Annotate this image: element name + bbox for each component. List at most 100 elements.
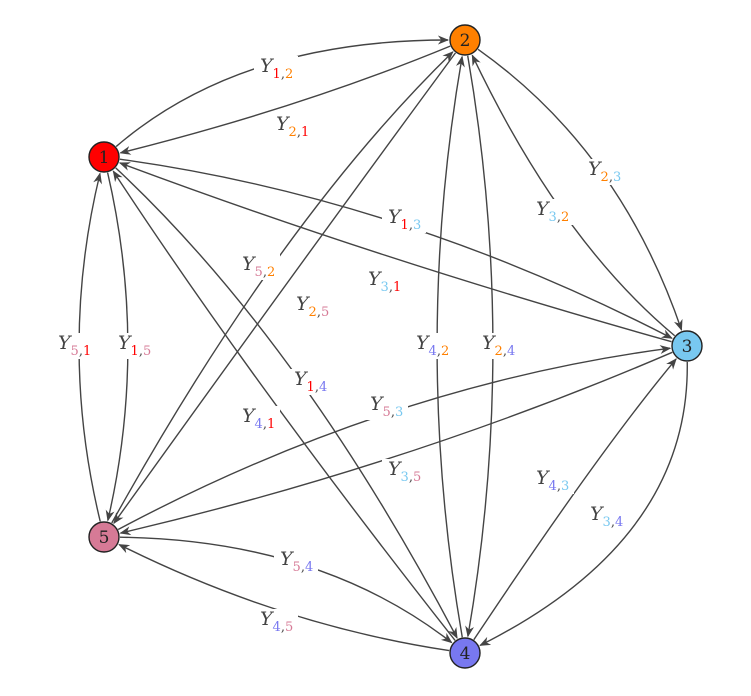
edge-label-symbol: Y bbox=[242, 253, 257, 275]
node-2: 2 bbox=[449, 24, 481, 56]
edge-label-3-1: Y3,1 bbox=[368, 268, 401, 295]
edge-label-subscript-from: 1 bbox=[307, 380, 315, 395]
edge-label-5-3: Y5,3 bbox=[370, 393, 403, 420]
node-circle bbox=[88, 521, 120, 553]
edge-label-4-1: Y4,1 bbox=[242, 405, 275, 432]
edge-label-comma: , bbox=[609, 170, 613, 185]
edge-label-subscript-from: 4 bbox=[273, 620, 281, 635]
edge-3-2 bbox=[471, 54, 676, 337]
edge-label-5-1: Y5,1 bbox=[58, 332, 91, 359]
edge-label-subscript-to: 5 bbox=[143, 344, 151, 359]
node-circle bbox=[449, 637, 481, 669]
edge-2-5 bbox=[113, 52, 457, 525]
edge-4-3 bbox=[473, 358, 677, 641]
edge-label-subscript-from: 4 bbox=[429, 344, 437, 359]
edge-label-subscript-to: 3 bbox=[395, 405, 403, 420]
node-circle bbox=[671, 330, 703, 362]
edge-label-background bbox=[584, 504, 628, 530]
edge-label-symbol: Y bbox=[294, 368, 309, 390]
node-label: 4 bbox=[460, 644, 471, 664]
edge-label-symbol: Y bbox=[370, 393, 385, 415]
node-label: 1 bbox=[99, 148, 110, 168]
node-circle bbox=[88, 141, 120, 173]
edge-label-subscript-to: 1 bbox=[301, 125, 309, 140]
node-label: 5 bbox=[99, 528, 110, 548]
edge-label-1-4: Y1,4 bbox=[294, 368, 327, 395]
edge-label-subscript-to: 1 bbox=[83, 344, 91, 359]
edge-label-background bbox=[274, 549, 318, 575]
edge-label-symbol: Y bbox=[536, 198, 551, 220]
edge-label-comma: , bbox=[301, 560, 305, 575]
edge-label-background bbox=[364, 394, 408, 420]
edge-label-background bbox=[290, 294, 334, 320]
edge-label-subscript-to: 3 bbox=[413, 218, 421, 233]
edge-label-subscript-from: 1 bbox=[401, 218, 409, 233]
edge-label-background bbox=[362, 269, 406, 295]
edge-label-subscript-to: 4 bbox=[507, 344, 515, 359]
edge-label-5-4: Y5,4 bbox=[280, 548, 313, 575]
node-1: 1 bbox=[88, 141, 120, 173]
edge-5-3 bbox=[117, 345, 672, 531]
edge-label-subscript-to: 2 bbox=[267, 265, 275, 280]
edge-2-3 bbox=[477, 48, 683, 331]
edge-label-comma: , bbox=[263, 265, 267, 280]
edge-label-background bbox=[254, 609, 298, 635]
node-label: 2 bbox=[460, 31, 471, 51]
edge-label-3-2: Y3,2 bbox=[536, 198, 569, 225]
edge-label-subscript-to: 5 bbox=[413, 470, 421, 485]
edge-4-1 bbox=[112, 170, 456, 641]
edge-label-comma: , bbox=[281, 67, 285, 82]
edge-label-subscript-to: 2 bbox=[441, 344, 449, 359]
edge-label-subscript-to: 1 bbox=[393, 280, 401, 295]
edge-label-subscript-from: 3 bbox=[549, 210, 557, 225]
node-label: 3 bbox=[682, 337, 693, 357]
edge-label-comma: , bbox=[281, 620, 285, 635]
edge-label-subscript-from: 4 bbox=[549, 479, 557, 494]
edge-label-comma: , bbox=[437, 344, 441, 359]
edge-label-background bbox=[530, 199, 574, 225]
edge-label-comma: , bbox=[139, 344, 143, 359]
edge-label-4-5: Y4,5 bbox=[260, 608, 293, 635]
edge-5-2 bbox=[111, 51, 454, 524]
edge-label-subscript-from: 1 bbox=[273, 67, 281, 82]
edge-label-symbol: Y bbox=[296, 293, 311, 315]
node-4: 4 bbox=[449, 637, 481, 669]
edge-label-comma: , bbox=[391, 405, 395, 420]
edge-label-subscript-to: 1 bbox=[267, 417, 275, 432]
edge-label-symbol: Y bbox=[260, 55, 275, 77]
edge-label-comma: , bbox=[503, 344, 507, 359]
edge-label-2-3: Y2,3 bbox=[588, 158, 621, 185]
edge-label-subscript-from: 3 bbox=[603, 515, 611, 530]
edge-2-1 bbox=[119, 45, 451, 155]
node-circle bbox=[449, 24, 481, 56]
edge-label-comma: , bbox=[297, 125, 301, 140]
edge-label-comma: , bbox=[409, 470, 413, 485]
edge-label-subscript-from: 3 bbox=[381, 280, 389, 295]
node-5: 5 bbox=[88, 521, 120, 553]
edge-label-subscript-from: 5 bbox=[293, 560, 301, 575]
edge-label-1-3: Y1,3 bbox=[388, 206, 421, 233]
edge-label-background bbox=[382, 459, 426, 485]
edge-label-subscript-from: 2 bbox=[601, 170, 609, 185]
edge-label-subscript-from: 4 bbox=[255, 417, 263, 432]
edge-label-subscript-to: 5 bbox=[321, 305, 329, 320]
edge-label-background bbox=[530, 468, 574, 494]
edge-label-subscript-from: 5 bbox=[71, 344, 79, 359]
edge-3-4 bbox=[479, 361, 688, 646]
edge-label-background bbox=[112, 333, 156, 359]
edge-label-comma: , bbox=[79, 344, 83, 359]
edge-label-symbol: Y bbox=[118, 332, 133, 354]
edge-label-1-2: Y1,2 bbox=[260, 55, 293, 82]
edge-label-background bbox=[410, 333, 454, 359]
edge-label-symbol: Y bbox=[58, 332, 73, 354]
edge-label-comma: , bbox=[263, 417, 267, 432]
edge-label-2-5: Y2,5 bbox=[296, 293, 329, 320]
edge-label-symbol: Y bbox=[260, 608, 275, 630]
edge-label-background bbox=[270, 114, 314, 140]
edge-label-background bbox=[476, 333, 520, 359]
edge-label-symbol: Y bbox=[590, 503, 605, 525]
edge-label-background bbox=[382, 207, 426, 233]
edge-label-symbol: Y bbox=[388, 458, 403, 480]
edge-label-comma: , bbox=[315, 380, 319, 395]
edge-label-comma: , bbox=[389, 280, 393, 295]
